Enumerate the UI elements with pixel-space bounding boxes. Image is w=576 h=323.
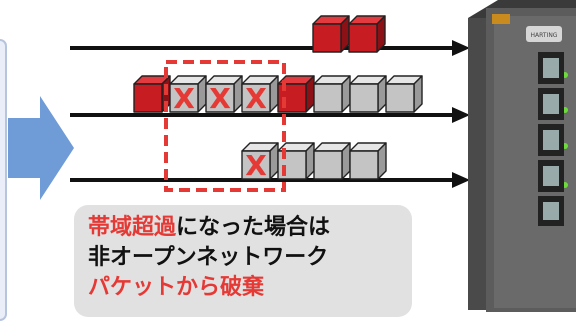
drop-mark: X (245, 149, 267, 182)
overflow-highlight-box (164, 60, 286, 192)
lane-arrowhead (452, 40, 470, 56)
dropped-packet: X (241, 142, 279, 182)
packet (312, 15, 350, 53)
dropped-packet: X (169, 75, 207, 115)
packet (349, 75, 387, 113)
caption-line-1: 帯域超過になった場合は (88, 215, 330, 241)
drop-mark: X (209, 82, 231, 115)
packet (313, 75, 351, 113)
packet (313, 142, 351, 180)
packet (349, 142, 387, 180)
traffic-lanes (70, 40, 470, 188)
flow-arrow-icon (8, 96, 74, 200)
caption-box (74, 205, 412, 317)
caption-text: になった場合は (176, 215, 331, 240)
caption-line-3: パケットから破棄 (88, 275, 265, 300)
drop-mark: X (245, 82, 267, 115)
caption-line-2: 非オープンネットワーク (88, 245, 329, 270)
lane-arrowhead (452, 172, 470, 188)
svg-text:HARTING: HARTING (531, 32, 558, 39)
dropped-packet: X (241, 75, 279, 115)
caption-highlight: 帯域超過 (88, 215, 177, 240)
dropped-packet: X (205, 75, 243, 115)
lane-arrowhead (452, 107, 470, 123)
packet (348, 15, 386, 53)
left-panel (0, 39, 7, 321)
drop-mark: X (173, 82, 195, 115)
ethernet-switch-icon: HARTING (468, 0, 576, 312)
packet (385, 75, 423, 113)
